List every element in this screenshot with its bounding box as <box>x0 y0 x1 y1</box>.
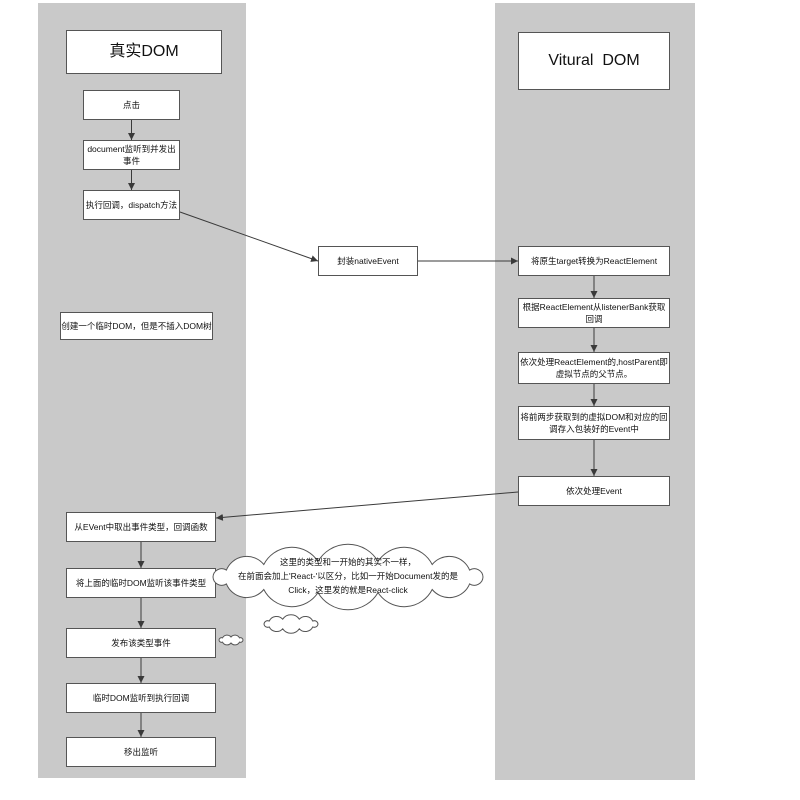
step-wrap-native-event: 封装nativeEvent <box>318 246 418 276</box>
step-document-listen: document监听到并发出 事件 <box>83 140 180 170</box>
vstep-get-listener: 根据ReactElement从listenerBank获取 回调 <box>518 298 670 328</box>
step-listen-event-type: 将上面的临时DOM监听该事件类型 <box>66 568 216 598</box>
vstep-store-event: 将前两步获取到的虚拟DOM和对应的回 调存入包装好的Event中 <box>518 406 670 440</box>
vstep-host-parent: 依次处理ReactElement的,hostParent即 虚拟节点的父节点。 <box>518 352 670 384</box>
real-dom-title: 真实DOM <box>66 30 222 74</box>
virtual-dom-lane <box>495 3 695 780</box>
step-create-temp-dom: 创建一个临时DOM，但是不插入DOM树 <box>60 312 213 340</box>
virtual-dom-title: Vitural DOM <box>518 32 670 90</box>
vstep-process-event: 依次处理Event <box>518 476 670 506</box>
step-dispatch: 执行回调，dispatch方法 <box>83 190 180 220</box>
step-click: 点击 <box>83 90 180 120</box>
vstep-convert-target: 将原生target转换为ReactElement <box>518 246 670 276</box>
step-remove-listener: 移出监听 <box>66 737 216 767</box>
step-extract-event: 从EVent中取出事件类型，回调函数 <box>66 512 216 542</box>
arrow-process-event-to-extract-event <box>215 491 519 521</box>
note-text: 这里的类型和一开始的其实不一样， 在前面会加上'React-'以区分，比如一开始… <box>237 557 459 595</box>
step-publish-event: 发布该类型事件 <box>66 628 216 658</box>
step-temp-dom-callback: 临时DOM监听到执行回调 <box>66 683 216 713</box>
small-cloud <box>263 614 319 634</box>
